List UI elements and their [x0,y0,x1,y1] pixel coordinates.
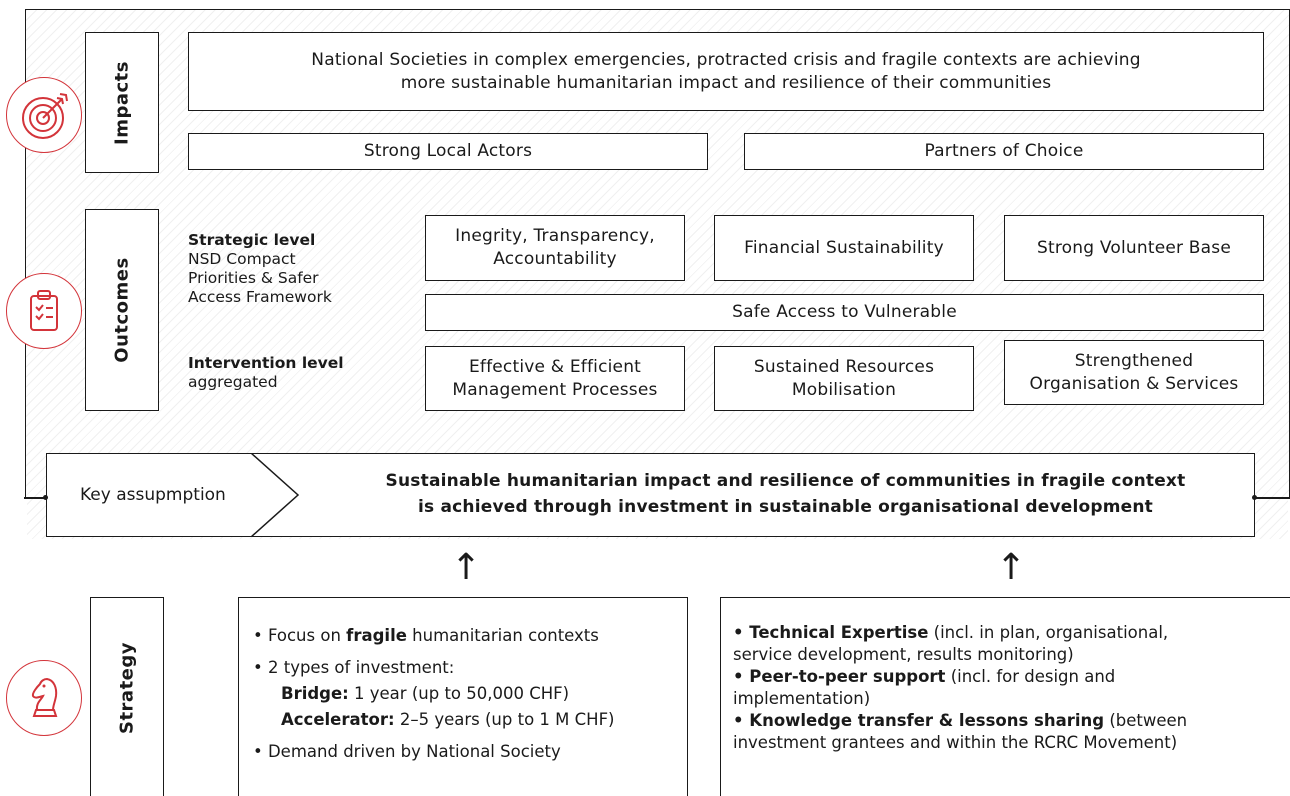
key-assumption-chevron [250,453,300,537]
organisation-services-box: Strengthened Organisation & Services [1004,340,1264,405]
integrity-box: Inegrity, Transparency, Accountability [425,215,685,281]
impact-statement-line1: National Societies in complex emergencie… [311,49,1141,70]
strategy-label: Strategy [90,597,164,796]
strategic-level-line3: Access Framework [188,288,332,306]
arrow-up-left: ↑ [451,547,482,588]
strategy-investment-panel: • Focus on fragile humanitarian contexts… [238,597,688,796]
partners-of-choice-label: Partners of Choice [924,141,1084,161]
bullet-peer-support: • Peer-to-peer support (incl. for design… [733,667,1116,686]
strategic-level-line1: NSD Compact [188,250,296,268]
bullet-investment-types: • 2 types of investment: [253,658,455,677]
intervention-level-sub: aggregated [188,373,278,391]
clipboard-checklist-icon [6,273,82,349]
strategic-level-line2: Priorities & Safer [188,269,319,287]
intervention-level-heading: Intervention level [188,354,344,372]
frame-mask-left [24,497,27,542]
intervention-level-text: Intervention level aggregated [188,354,388,392]
chess-knight-icon [6,660,82,736]
safe-access-box: Safe Access to Vulnerable [425,294,1264,331]
partners-of-choice-box: Partners of Choice [744,133,1264,170]
frame-connector-right [1254,497,1290,499]
impacts-label: Impacts [85,32,159,173]
management-processes-box: Effective & Efficient Management Process… [425,346,685,411]
outcomes-label: Outcomes [85,209,159,411]
key-assumption-statement: Sustainable humanitarian impact and resi… [385,471,1186,517]
bullet-demand-driven: • Demand driven by National Society [253,742,561,761]
bullet-focus: • Focus on fragile humanitarian contexts [253,626,599,645]
strategy-support-panel: • Technical Expertise (incl. in plan, or… [720,597,1290,796]
bullet-technical-expertise: • Technical Expertise (incl. in plan, or… [733,623,1169,642]
frame-connector-left [24,497,46,499]
target-icon [6,77,82,153]
impact-statement-line2: more sustainable humanitarian impact and… [400,72,1052,93]
strong-volunteer-base-box: Strong Volunteer Base [1004,215,1264,281]
key-assumption-box: Sustainable humanitarian impact and resi… [46,453,1255,537]
key-assumption-label: Key assupmption [80,485,226,505]
arrow-up-right: ↑ [996,547,1027,588]
bullet-knowledge-transfer: • Knowledge transfer & lessons sharing (… [733,711,1188,730]
frame-dot-right [1252,495,1257,500]
bullet-bridge: Bridge: 1 year (up to 50,000 CHF) [281,684,570,703]
frame-mask-right [1288,497,1290,542]
strategic-level-heading: Strategic level [188,231,316,249]
strong-local-actors-box: Strong Local Actors [188,133,708,170]
impact-statement: National Societies in complex emergencie… [188,32,1264,111]
frame-dot-left [43,495,48,500]
bullet-accelerator: Accelerator: 2–5 years (up to 1 M CHF) [281,710,615,729]
strong-local-actors-label: Strong Local Actors [363,141,533,161]
financial-sustainability-box: Financial Sustainability [714,215,974,281]
resources-mobilisation-box: Sustained Resources Mobilisation [714,346,974,411]
strategic-level-text: Strategic level NSD Compact Priorities &… [188,231,388,307]
